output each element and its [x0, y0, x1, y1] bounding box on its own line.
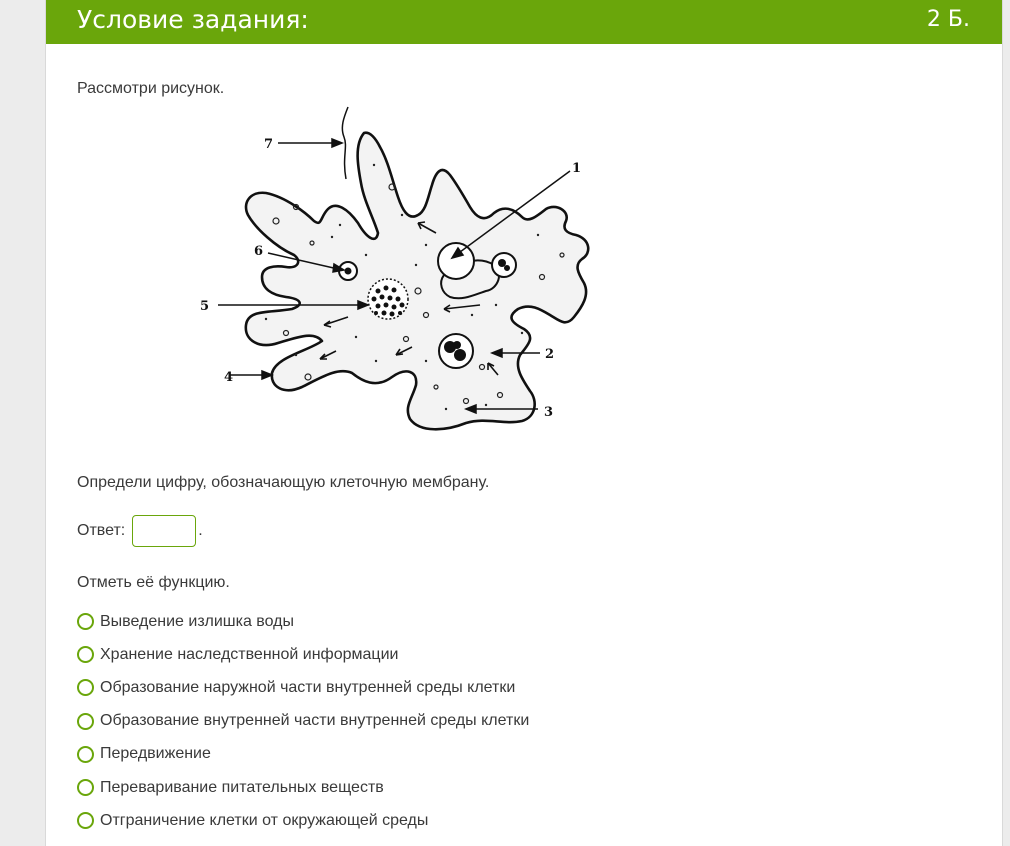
task-card: Условие задания: 2 Б. Рассмотри рисунок. — [45, 0, 1003, 846]
radio-circle-icon[interactable] — [77, 779, 94, 797]
task-header: Условие задания: 2 Б. — [46, 0, 1002, 44]
figure-label-3: 3 — [544, 405, 553, 420]
question-text: Определи цифру, обозначающую клеточную м… — [77, 474, 490, 491]
option-item[interactable]: Образование наружной части внутренней ср… — [77, 673, 529, 706]
radio-circle-icon[interactable] — [77, 745, 94, 763]
radio-circle-icon[interactable] — [77, 613, 94, 631]
answer-input[interactable] — [132, 515, 197, 547]
nucleus — [367, 278, 409, 320]
option-label: Передвижение — [100, 745, 211, 763]
flow-arrows — [319, 221, 499, 376]
option-label: Переваривание питательных веществ — [100, 778, 384, 796]
contractile-vacuole — [437, 242, 475, 280]
option-item[interactable]: Хранение наследственной информации — [77, 640, 529, 673]
figure-label-4: 4 — [224, 370, 233, 385]
figure-label-7: 7 — [264, 137, 273, 152]
answer-label: Ответ: — [77, 522, 126, 539]
amoeba-figure: 7 1 6 5 2 4 3 — [200, 106, 590, 431]
option-label: Образование наружной части внутренней ср… — [100, 678, 516, 696]
radio-circle-icon[interactable] — [77, 646, 94, 664]
cytoplasm-granules — [272, 183, 565, 405]
function-prompt: Отметь её функцию. — [77, 574, 230, 591]
amoeba-outline — [244, 131, 590, 431]
option-label: Отграничение клетки от окружающей среды — [100, 811, 429, 829]
bracket-7 — [341, 106, 349, 180]
figure-label-1: 1 — [572, 161, 581, 176]
option-item[interactable]: Образование внутренней части внутренней … — [77, 707, 529, 740]
answer-row: Ответ: . — [77, 514, 203, 548]
option-item[interactable]: Выведение излишка воды — [77, 607, 529, 640]
option-label: Образование внутренней части внутренней … — [100, 712, 530, 730]
task-points: 2 Б. — [926, 7, 970, 32]
cytoplasm-dots — [264, 163, 540, 411]
option-label: Выведение излишка воды — [100, 612, 294, 630]
amoeba-inner-contour — [440, 259, 501, 300]
radio-circle-icon[interactable] — [77, 812, 94, 830]
answer-suffix: . — [198, 522, 203, 539]
option-item[interactable]: Передвижение — [77, 740, 529, 773]
figure-label-2: 2 — [545, 347, 554, 362]
radio-circle-icon[interactable] — [77, 679, 94, 697]
figure-label-5: 5 — [200, 299, 209, 314]
option-item[interactable]: Отграничение клетки от окружающей среды — [77, 806, 529, 839]
instruction-look: Рассмотри рисунок. — [77, 80, 225, 97]
figure-label-6: 6 — [254, 244, 263, 259]
radio-circle-icon[interactable] — [77, 712, 94, 730]
option-item[interactable]: Переваривание питательных веществ — [77, 773, 529, 806]
label-pointers — [218, 137, 571, 415]
task-title: Условие задания: — [77, 5, 309, 34]
option-label: Хранение наследственной информации — [100, 645, 399, 663]
function-options: Выведение излишка воды Хранение наследст… — [77, 607, 529, 839]
